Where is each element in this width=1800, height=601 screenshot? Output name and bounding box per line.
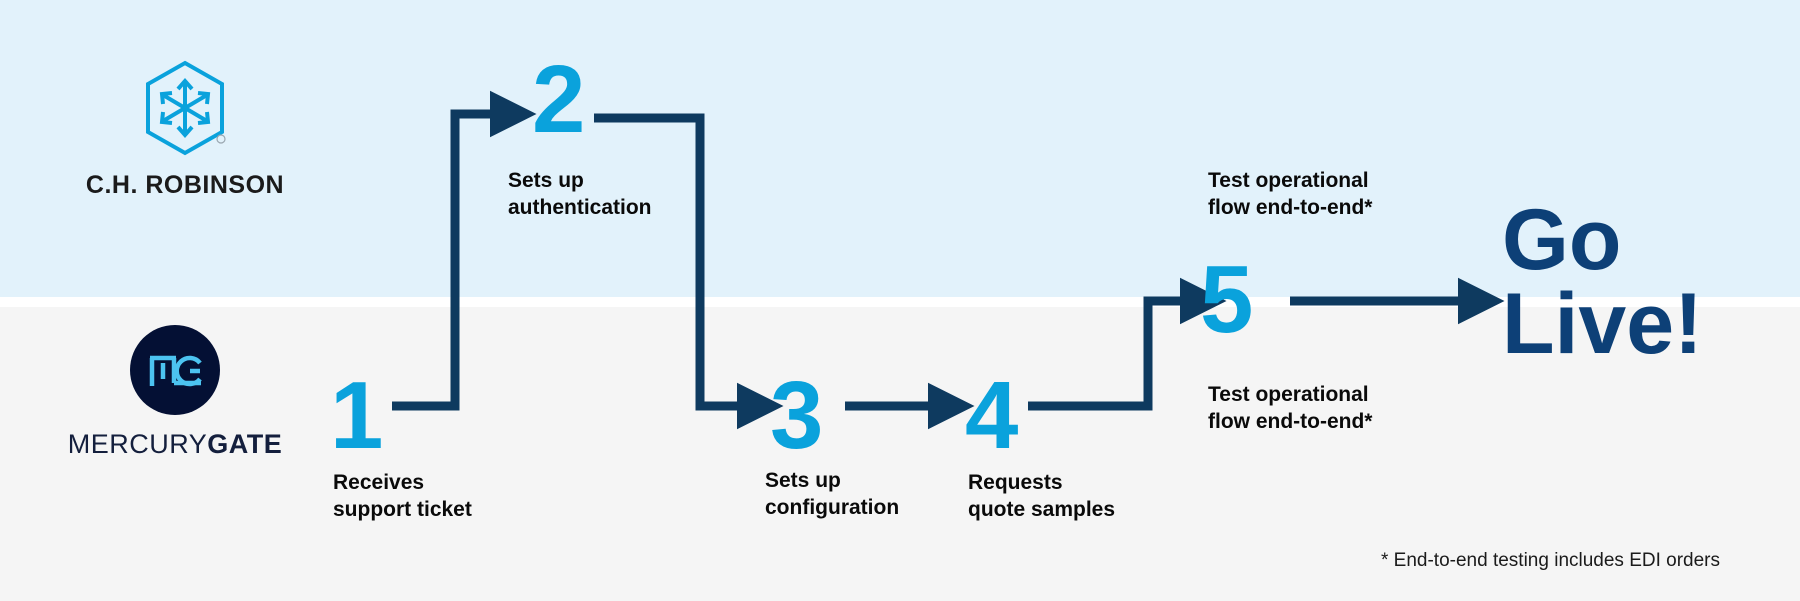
step-1-label: Receives support ticket <box>333 471 472 521</box>
chrobinson-wordmark: C.H. ROBINSON <box>85 171 285 199</box>
footnote-text: * End-to-end testing includes EDI orders <box>1381 550 1721 571</box>
chrobinson-logo: C.H. ROBINSON <box>60 60 310 200</box>
step-5-label-bottom: Test operational flow end-to-end* <box>1208 383 1373 433</box>
mercurygate-badge <box>130 325 220 415</box>
step-3-number: 3 <box>770 362 824 469</box>
chrobinson-lane-band <box>0 0 1800 297</box>
step-4-number: 4 <box>965 362 1019 469</box>
mercurygate-lane-band <box>0 307 1800 601</box>
mercurygate-logo: MERCURYGATE <box>50 325 300 460</box>
step-4-label: Requests quote samples <box>968 471 1116 521</box>
step-5-label-top: Test operational flow end-to-end* <box>1208 169 1373 219</box>
mercurygate-wordmark-light: MERCURY <box>67 429 208 459</box>
go-live-text: Go Live! <box>1502 192 1703 373</box>
step-2-label: Sets up authentication <box>508 169 652 219</box>
step-3-label: Sets up configuration <box>765 469 900 519</box>
step-2-number: 2 <box>532 46 586 153</box>
mercurygate-wordmark: MERCURYGATE <box>50 429 300 460</box>
mercurygate-wordmark-bold: GATE <box>207 429 283 459</box>
hexagon-arrows-icon <box>146 60 226 156</box>
step-5-number: 5 <box>1200 246 1254 353</box>
mg-monogram-icon <box>149 355 202 387</box>
step-1-number: 1 <box>330 362 384 469</box>
